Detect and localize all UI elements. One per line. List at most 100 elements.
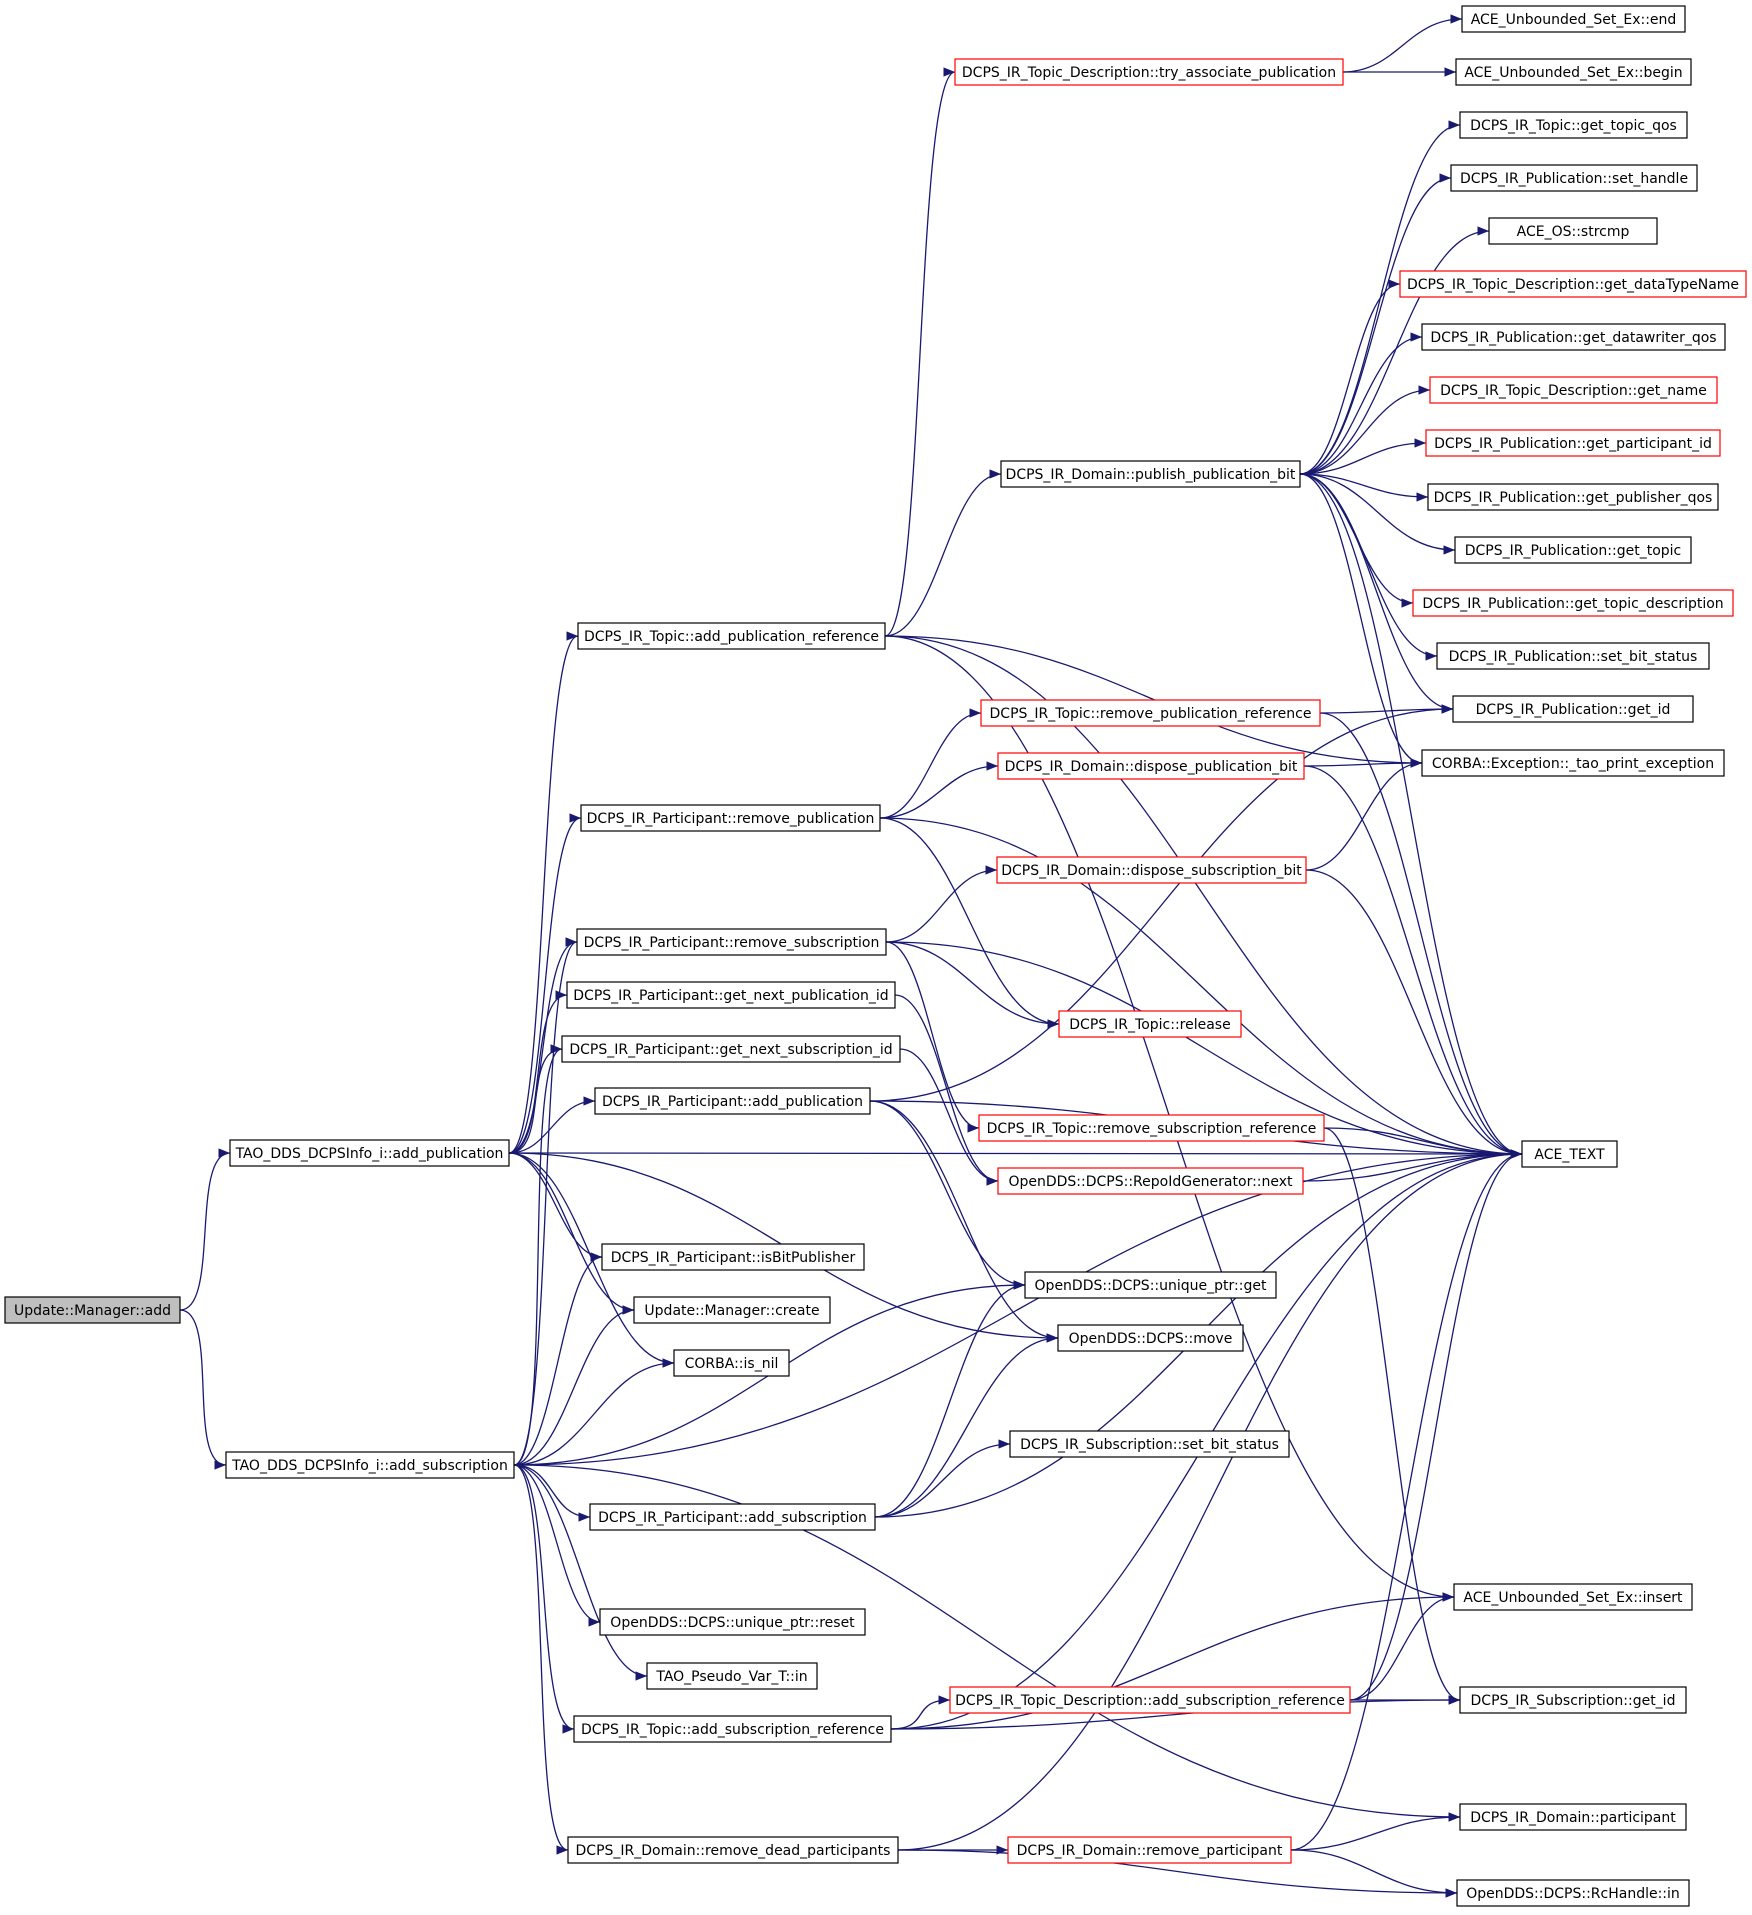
graph-node-n46[interactable]: ACE_TEXT — [1521, 1140, 1618, 1168]
graph-node-n33[interactable]: DCPS_IR_Topic::get_topic_qos — [1459, 111, 1688, 139]
graph-node-n47[interactable]: ACE_Unbounded_Set_Ex::insert — [1453, 1583, 1693, 1611]
graph-node-n42[interactable]: DCPS_IR_Publication::get_topic_descripti… — [1412, 589, 1734, 617]
graph-node-n38[interactable]: DCPS_IR_Topic_Description::get_name — [1429, 376, 1718, 404]
node-box — [573, 1715, 892, 1743]
node-box — [1459, 111, 1688, 139]
node-box — [1436, 642, 1710, 670]
graph-node-n11[interactable]: Update::Manager::create — [633, 1296, 831, 1324]
edge-n6-n24 — [885, 941, 980, 1133]
graph-node-n21[interactable]: DCPS_IR_Domain::dispose_publication_bit — [997, 752, 1305, 780]
graph-node-n29[interactable]: DCPS_IR_Topic_Description::add_subscript… — [949, 1686, 1351, 1714]
node-box — [1456, 1879, 1690, 1907]
graph-node-n36[interactable]: DCPS_IR_Topic_Description::get_dataTypeN… — [1399, 270, 1747, 298]
graph-node-n20[interactable]: DCPS_IR_Topic::remove_publication_refere… — [980, 699, 1321, 727]
node-label: DCPS_IR_Participant::isBitPublisher — [611, 1250, 856, 1266]
edge-n1-n2 — [179, 1148, 231, 1311]
node-box — [1425, 429, 1721, 457]
graph-node-n13[interactable]: DCPS_IR_Participant::add_subscription — [589, 1503, 876, 1531]
edge-n30-n50 — [1290, 1849, 1458, 1898]
edge-n19-n34 — [1299, 173, 1452, 475]
edge-n5-n20 — [879, 708, 982, 819]
edge-n3-n46 — [513, 1149, 1523, 1466]
edge-n9-n26 — [869, 1100, 1026, 1290]
graph-node-n45[interactable]: CORBA::Exception::_tao_print_exception — [1421, 749, 1725, 777]
graph-node-n32[interactable]: ACE_Unbounded_Set_Ex::begin — [1455, 58, 1692, 86]
node-label: TAO_DDS_DCPSInfo_i::add_subscription — [231, 1458, 508, 1474]
edge-n3-n8 — [513, 1044, 563, 1466]
graph-node-n37[interactable]: DCPS_IR_Publication::get_datawriter_qos — [1421, 323, 1726, 351]
edge-n19-n33 — [1299, 120, 1461, 475]
node-label: DCPS_IR_Participant::add_publication — [602, 1094, 863, 1110]
graph-node-n3[interactable]: TAO_DDS_DCPSInfo_i::add_subscription — [225, 1451, 515, 1479]
graph-node-n18[interactable]: DCPS_IR_Topic_Description::try_associate… — [954, 58, 1344, 86]
edge-n6-n23 — [885, 941, 1060, 1029]
node-box — [1488, 217, 1658, 245]
graph-node-n9[interactable]: DCPS_IR_Participant::add_publication — [594, 1087, 871, 1115]
graph-node-n6[interactable]: DCPS_IR_Participant::remove_subscription — [576, 928, 887, 956]
graph-node-n7[interactable]: DCPS_IR_Participant::get_next_publicatio… — [566, 981, 896, 1009]
node-label: DCPS_IR_Topic_Description::get_name — [1440, 383, 1707, 399]
edge-n4-n46 — [884, 635, 1523, 1159]
node-label: CORBA::Exception::_tao_print_exception — [1432, 756, 1714, 772]
edge-n2-n10 — [508, 1152, 603, 1262]
node-box — [1461, 5, 1686, 33]
node-box — [1427, 483, 1719, 511]
graph-node-n24[interactable]: DCPS_IR_Topic::remove_subscription_refer… — [978, 1114, 1325, 1142]
graph-node-n40[interactable]: DCPS_IR_Publication::get_publisher_qos — [1427, 483, 1719, 511]
edge-n3-n10 — [513, 1252, 603, 1466]
graph-node-n10[interactable]: DCPS_IR_Participant::isBitPublisher — [601, 1243, 865, 1271]
node-label: DCPS_IR_Topic_Description::add_subscript… — [955, 1693, 1345, 1709]
graph-node-n2[interactable]: TAO_DDS_DCPSInfo_i::add_publication — [229, 1139, 510, 1167]
edge-n4-n18 — [884, 67, 956, 637]
edge-n5-n21 — [879, 761, 999, 819]
node-box — [599, 1608, 866, 1636]
graph-node-n49[interactable]: DCPS_IR_Domain::participant — [1459, 1803, 1687, 1831]
graph-node-n28[interactable]: DCPS_IR_Subscription::set_bit_status — [1009, 1430, 1290, 1458]
graph-node-n5[interactable]: DCPS_IR_Participant::remove_publication — [580, 804, 881, 832]
graph-node-n19[interactable]: DCPS_IR_Domain::publish_publication_bit — [1000, 460, 1301, 488]
edge-n2-n46 — [508, 1149, 1523, 1159]
node-label: DCPS_IR_Topic_Description::get_dataTypeN… — [1407, 277, 1739, 293]
node-label: DCPS_IR_Domain::remove_dead_participants — [576, 1843, 891, 1859]
graph-node-n17[interactable]: DCPS_IR_Domain::remove_dead_participants — [567, 1836, 899, 1864]
graph-node-n27[interactable]: OpenDDS::DCPS::move — [1057, 1324, 1244, 1352]
node-label: DCPS_IR_Domain::dispose_publication_bit — [1005, 759, 1298, 775]
node-box — [594, 1087, 871, 1115]
graph-node-n39[interactable]: DCPS_IR_Publication::get_participant_id — [1425, 429, 1721, 457]
graph-node-n15[interactable]: TAO_Pseudo_Var_T::in — [646, 1662, 818, 1690]
graph-node-n12[interactable]: CORBA::is_nil — [673, 1349, 790, 1377]
graph-node-n25[interactable]: OpenDDS::DCPS::RepoIdGenerator::next — [997, 1167, 1304, 1195]
edge-n19-n36 — [1299, 279, 1401, 475]
nodes-layer: Update::Manager::addTAO_DDS_DCPSInfo_i::… — [4, 5, 1747, 1907]
graph-node-n1[interactable]: Update::Manager::add — [4, 1296, 181, 1324]
edge-n13-n27 — [874, 1333, 1059, 1518]
graph-node-n8[interactable]: DCPS_IR_Participant::get_next_subscripti… — [561, 1035, 901, 1063]
graph-node-n34[interactable]: DCPS_IR_Publication::set_handle — [1450, 164, 1698, 192]
graph-node-n31[interactable]: ACE_Unbounded_Set_Ex::end — [1461, 5, 1686, 33]
node-box — [949, 1686, 1351, 1714]
graph-node-n35[interactable]: ACE_OS::strcmp — [1488, 217, 1658, 245]
edge-n3-n16 — [513, 1464, 575, 1734]
node-box — [566, 981, 896, 1009]
graph-node-n48[interactable]: DCPS_IR_Subscription::get_id — [1459, 1686, 1687, 1714]
edge-n13-n28 — [874, 1439, 1011, 1518]
edge-n19-n46 — [1299, 473, 1523, 1159]
graph-node-n22[interactable]: DCPS_IR_Domain::dispose_subscription_bit — [996, 856, 1307, 884]
node-label: CORBA::is_nil — [685, 1356, 779, 1372]
node-box — [1024, 1271, 1277, 1299]
graph-node-n30[interactable]: DCPS_IR_Domain::remove_participant — [1007, 1836, 1292, 1864]
graph-node-n14[interactable]: OpenDDS::DCPS::unique_ptr::reset — [599, 1608, 866, 1636]
graph-node-n16[interactable]: DCPS_IR_Topic::add_subscription_referenc… — [573, 1715, 892, 1743]
edge-n3-n6 — [513, 937, 578, 1466]
edge-n2-n8 — [508, 1044, 563, 1154]
graph-node-n41[interactable]: DCPS_IR_Publication::get_topic — [1454, 536, 1692, 564]
edge-n3-n13 — [513, 1464, 591, 1522]
graph-node-n23[interactable]: DCPS_IR_Topic::release — [1058, 1010, 1242, 1038]
graph-node-n26[interactable]: OpenDDS::DCPS::unique_ptr::get — [1024, 1271, 1277, 1299]
graph-node-n4[interactable]: DCPS_IR_Topic::add_publication_reference — [577, 622, 886, 650]
node-label: DCPS_IR_Topic::release — [1069, 1017, 1230, 1033]
graph-node-n50[interactable]: OpenDDS::DCPS::RcHandle::in — [1456, 1879, 1690, 1907]
graph-node-n43[interactable]: DCPS_IR_Publication::set_bit_status — [1436, 642, 1710, 670]
graph-node-n44[interactable]: DCPS_IR_Publication::get_id — [1452, 695, 1694, 723]
node-box — [601, 1243, 865, 1271]
